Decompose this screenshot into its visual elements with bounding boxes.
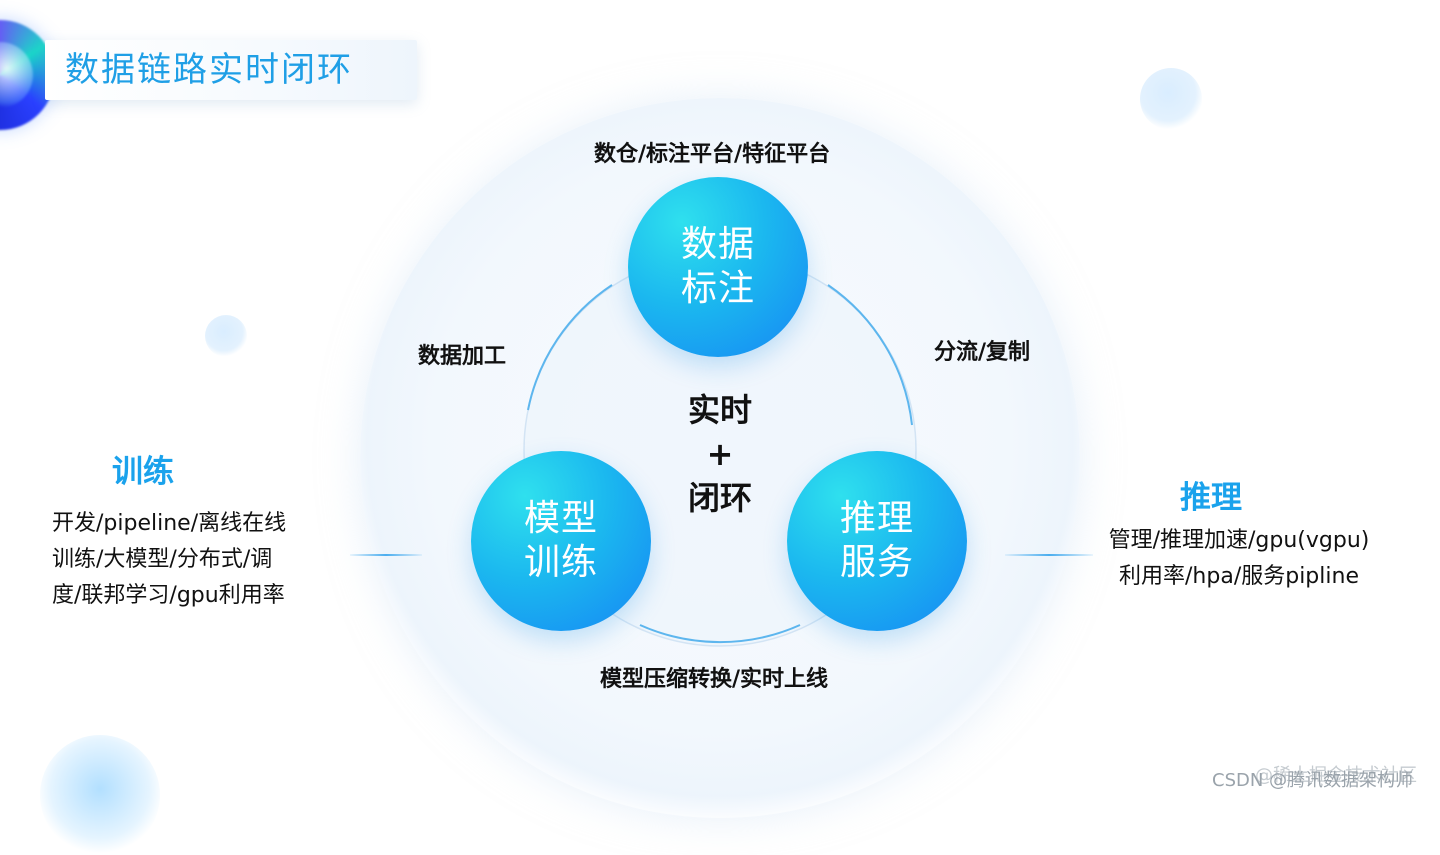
node-inference-service-line2: 服务 (839, 542, 914, 583)
arc-bottom (639, 624, 801, 643)
watermark-juejin: @稀土掘金技术社区 (1255, 765, 1417, 786)
inference-line-2: 利用率/hpa/服务pipline (1119, 564, 1359, 589)
arc-right (827, 284, 913, 426)
node-data-annotation: 数据 标注 (628, 177, 808, 357)
title-bar (45, 40, 417, 100)
bottom-label: 模型压缩转换/实时上线 (600, 667, 829, 692)
training-line-2: 训练/大模型/分布式/调 (52, 547, 273, 572)
center-line3: 闭环 (687, 479, 752, 517)
top-label: 数仓/标注平台/特征平台 (594, 142, 831, 167)
right-arc-label: 分流/复制 (934, 340, 1031, 365)
left-arc-label: 数据加工 (418, 344, 507, 369)
watermark-csdn: CSDN @腾讯数据架构师 (1212, 770, 1414, 791)
inference-line-1: 管理/推理加速/gpu(vgpu) (1108, 528, 1370, 553)
node-data-annotation-line2: 标注 (680, 268, 755, 309)
arc-left (527, 284, 613, 411)
node-model-training-line1: 模型 (523, 498, 598, 539)
training-line-1: 开发/pipeline/离线在线 (52, 511, 287, 536)
decorative-bubble-left (205, 315, 247, 357)
center-caption: 实时 + 闭环 (670, 388, 770, 520)
training-description: 开发/pipeline/离线在线 训练/大模型/分布式/调 度/联邦学习/gpu… (52, 506, 286, 614)
center-line2: + (706, 435, 734, 473)
node-data-annotation-line1: 数据 (680, 224, 755, 265)
node-inference-service: 推理 服务 (787, 451, 967, 631)
node-inference-service-line1: 推理 (839, 498, 914, 539)
training-line-3: 度/联邦学习/gpu利用率 (52, 583, 285, 608)
training-connector-line (350, 554, 422, 556)
training-heading: 训练 (112, 454, 174, 490)
decorative-bubble-top-right (1140, 68, 1202, 130)
node-model-training-line2: 训练 (523, 542, 598, 583)
inference-connector-line (1005, 554, 1093, 556)
inference-description: 管理/推理加速/gpu(vgpu) 利用率/hpa/服务pipline (1094, 523, 1384, 595)
inference-heading: 推理 (1180, 480, 1242, 516)
center-line1: 实时 (687, 391, 752, 429)
page-title: 数据链路实时闭环 (65, 50, 353, 90)
node-model-training: 模型 训练 (471, 451, 651, 631)
